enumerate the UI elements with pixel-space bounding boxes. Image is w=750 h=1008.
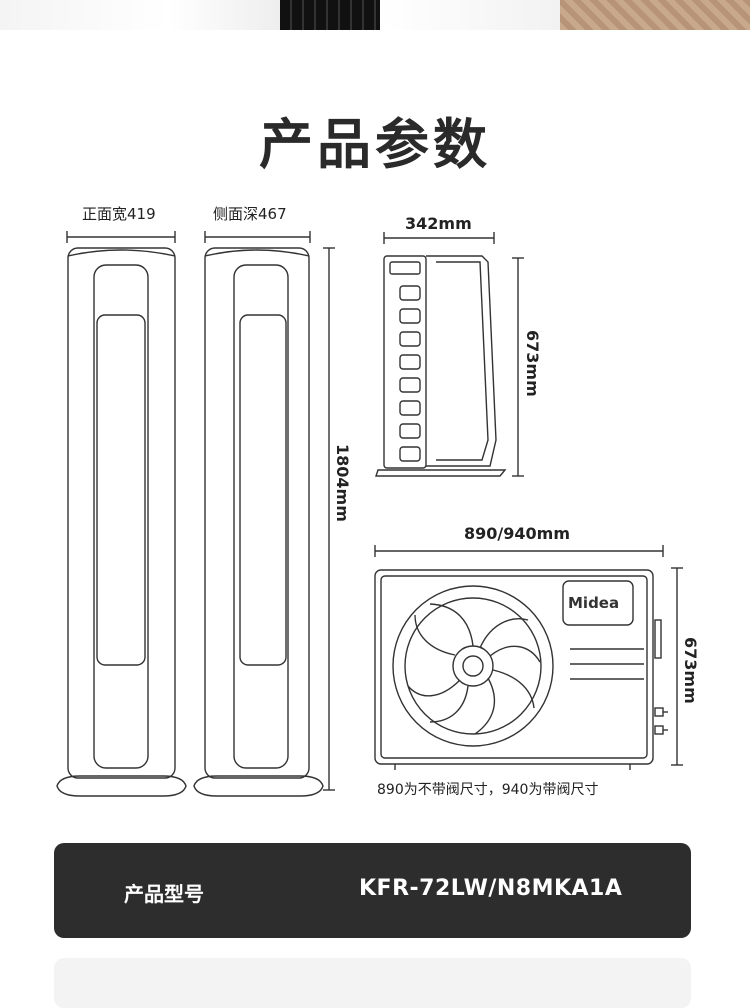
- indoor-height-label: 1804mm: [333, 444, 352, 522]
- indoor-unit-front-drawing: [56, 231, 187, 797]
- midea-logo: Midea: [568, 594, 619, 612]
- page-title: 产品参数: [259, 113, 491, 176]
- photo-strip-dark-grille: [280, 0, 380, 30]
- indoor-side-depth-label: 侧面深467: [213, 205, 287, 223]
- outdoor-unit-front-drawing: [374, 545, 683, 770]
- outdoor-side-width-label: 342mm: [405, 214, 472, 233]
- outdoor-front-width-label: 890/940mm: [464, 524, 570, 543]
- photo-strip-light: [380, 0, 560, 30]
- outdoor-side-height-label: 673mm: [523, 330, 542, 397]
- outdoor-unit-side-drawing: [375, 232, 524, 477]
- spec-row-model: 产品型号 KFR-72LW/N8MKA1A: [54, 843, 691, 938]
- valve-size-note: 890为不带阀尺寸，940为带阀尺寸: [377, 782, 599, 798]
- top-photo-strip: [0, 0, 750, 30]
- indoor-front-width-label: 正面宽419: [82, 205, 156, 223]
- photo-strip-white: [0, 0, 280, 30]
- spec-row-next: [54, 958, 691, 1008]
- indoor-unit-side-drawing: [193, 231, 335, 797]
- spec-value: KFR-72LW/N8MKA1A: [359, 876, 623, 901]
- spec-label: 产品型号: [124, 882, 204, 906]
- midea-logo-text: Midea: [568, 594, 620, 612]
- outdoor-front-height-label: 673mm: [681, 637, 700, 704]
- photo-strip-wall-texture: [560, 0, 750, 30]
